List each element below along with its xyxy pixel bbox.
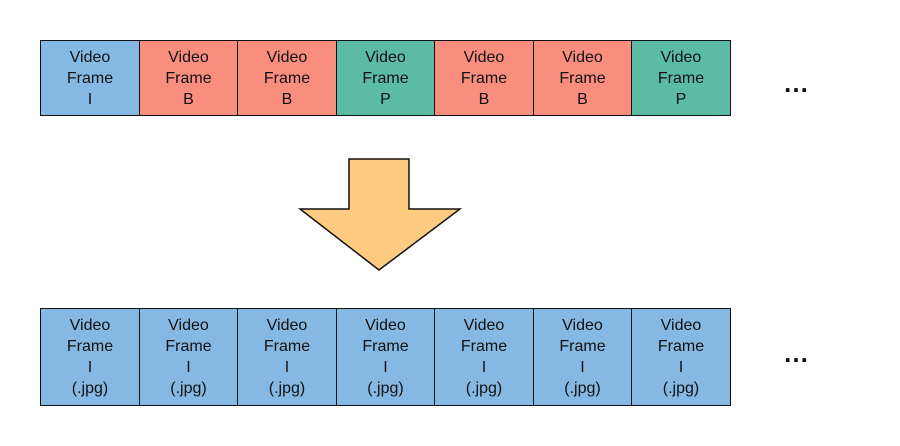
frame-label-line1: Video: [69, 317, 111, 334]
video-frame-b: Video Frame B: [138, 40, 239, 116]
frame-type: I: [87, 359, 93, 376]
jpg-frame-sequence: Video Frame I (.jpg) Video Frame I (.jpg…: [40, 308, 731, 406]
video-frame-p: Video Frame P: [631, 40, 731, 116]
frame-label-line1: Video: [660, 317, 702, 334]
jpg-frame: Video Frame I (.jpg): [532, 308, 633, 406]
video-frame-b: Video Frame B: [532, 40, 633, 116]
frame-label-line2: Frame: [165, 69, 212, 87]
jpg-frame: Video Frame I (.jpg): [138, 308, 239, 406]
continuation-ellipsis: …: [783, 68, 811, 98]
frame-extension: (.jpg): [662, 380, 700, 397]
frame-label-line2: Frame: [165, 338, 212, 355]
frame-type: I: [383, 359, 388, 376]
frame-extension: (.jpg): [367, 380, 404, 397]
frame-label-line2: Frame: [460, 69, 508, 87]
frame-type: I: [87, 90, 93, 108]
frame-type: B: [478, 90, 490, 108]
frame-label-line1: Video: [168, 48, 209, 66]
frame-label-line1: Video: [562, 48, 603, 66]
frame-label-line1: Video: [266, 48, 308, 66]
frame-type: P: [675, 90, 687, 108]
jpg-frame: Video Frame I (.jpg): [237, 308, 337, 406]
frame-label-line2: Frame: [362, 338, 409, 355]
down-arrow-shape: [298, 158, 462, 271]
jpg-frame: Video Frame I (.jpg): [40, 308, 140, 406]
frame-label-line2: Frame: [657, 69, 705, 87]
frame-type: I: [580, 359, 585, 376]
frame-label-line1: Video: [463, 48, 505, 66]
frame-label-line2: Frame: [460, 338, 508, 355]
video-frame-p: Video Frame P: [335, 40, 436, 116]
frame-extension: (.jpg): [170, 380, 207, 397]
frame-label-line1: Video: [660, 48, 702, 66]
frame-type: B: [183, 90, 194, 108]
frame-type: B: [281, 90, 293, 108]
frame-type: I: [481, 359, 487, 376]
frame-label-line1: Video: [69, 48, 111, 66]
frame-label-line1: Video: [365, 317, 406, 334]
frame-label-line2: Frame: [66, 338, 114, 355]
encoded-frame-sequence: Video Frame I Video Frame B Video Frame …: [40, 40, 731, 116]
frame-type: I: [186, 359, 191, 376]
video-frame-b: Video Frame B: [434, 40, 534, 116]
jpg-frame: Video Frame I (.jpg): [631, 308, 731, 406]
frame-label-line2: Frame: [559, 69, 606, 87]
frame-extension: (.jpg): [564, 380, 601, 397]
frame-extension: (.jpg): [268, 380, 306, 397]
down-arrow-icon: [298, 158, 462, 271]
jpg-frame: Video Frame I (.jpg): [335, 308, 436, 406]
frame-label-line1: Video: [562, 317, 603, 334]
frame-label-line1: Video: [365, 48, 406, 66]
frame-extension: (.jpg): [465, 380, 503, 397]
jpg-frame: Video Frame I (.jpg): [434, 308, 534, 406]
frame-label-line1: Video: [463, 317, 505, 334]
frame-label-line1: Video: [168, 317, 209, 334]
continuation-ellipsis: …: [783, 338, 811, 368]
frame-type: I: [678, 359, 684, 376]
frame-label-line2: Frame: [559, 338, 606, 355]
frame-label-line2: Frame: [362, 69, 409, 87]
frame-label-line1: Video: [266, 317, 308, 334]
frame-label-line2: Frame: [657, 338, 705, 355]
frame-type: B: [577, 90, 588, 108]
frame-type: P: [380, 90, 391, 108]
frame-label-line2: Frame: [263, 338, 311, 355]
frame-label-line2: Frame: [263, 69, 311, 87]
frame-type: I: [284, 359, 290, 376]
video-frame-b: Video Frame B: [237, 40, 337, 116]
frame-label-line2: Frame: [66, 69, 114, 87]
video-frame-i: Video Frame I: [40, 40, 140, 116]
frame-extension: (.jpg): [71, 380, 109, 397]
